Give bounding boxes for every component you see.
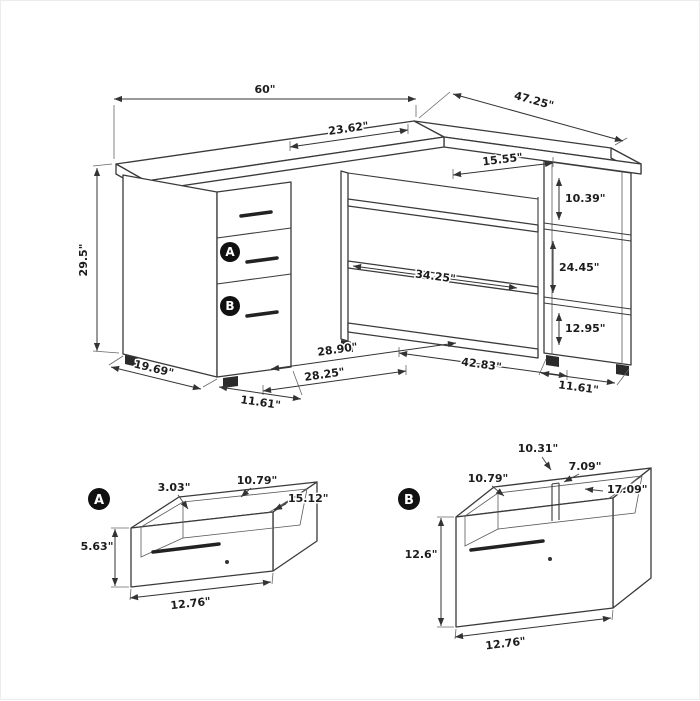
dim-drawer-b-inner-width: 10.79" — [468, 472, 509, 485]
dim-drawer-a-height: 5.63" — [81, 540, 114, 553]
drawer-b-box — [455, 467, 652, 628]
shelf-upper — [347, 198, 539, 233]
drawer2-handle — [245, 256, 279, 264]
dimension-lines — [93, 93, 624, 401]
dim-pedestal-width: 11.61" — [240, 393, 282, 412]
foot-icon — [125, 355, 138, 367]
dim-shelf-bottom: 12.95" — [565, 322, 606, 335]
drawer-a-interior-left — [140, 527, 184, 558]
callout-a-badge — [220, 242, 240, 262]
drawer-divider-2 — [216, 273, 292, 285]
drawer-b-view: B 10.79" 10.31" 7. — [398, 441, 652, 654]
drawer-b-handle — [469, 539, 545, 552]
bookcase-shelf2-bottom — [543, 302, 632, 316]
dim-drawer-a-outer-width: 15.12" — [288, 492, 329, 505]
dim-drawer-a-thickness: 3.03" — [158, 481, 191, 494]
dim-drawer-b-back-height: 10.31" — [518, 442, 559, 455]
bookcase-shelf1-bottom — [543, 228, 632, 242]
dim-knee-depth: 28.25" — [304, 365, 346, 384]
drawer-b-inner-rim — [464, 475, 643, 517]
foot-icon — [546, 355, 559, 367]
drawer-a-badge — [88, 488, 110, 510]
dim-drawer-b-front-width: 12.76" — [485, 635, 527, 653]
return-shelf-unit — [340, 170, 539, 359]
dim-desk-width: 60" — [254, 83, 275, 96]
drawer-b-knob-dot — [548, 557, 552, 561]
callout-b-badge — [220, 296, 240, 316]
drawer1-handle — [239, 210, 273, 218]
dim-return-length: 47.25" — [513, 89, 556, 112]
drawer-b-badge — [398, 488, 420, 510]
dim-return-base: 42.83" — [461, 355, 503, 373]
main-desk-view: A B — [76, 82, 642, 413]
drawer-divider-1 — [216, 227, 292, 239]
drawer-b-badge-label: B — [404, 493, 414, 508]
dim-drawer-b-side-depth: 17.09" — [607, 483, 648, 496]
dim-inner-width: 34.25" — [415, 267, 457, 285]
foot-icon — [616, 364, 629, 376]
dim-bookcase-depth: 11.61" — [558, 378, 600, 396]
shelf-unit-top-edge — [347, 172, 539, 200]
shelf-base — [347, 322, 539, 359]
callout-b-label: B — [225, 299, 234, 313]
dim-shelf-mid: 24.45" — [559, 261, 600, 274]
drawer-a-knob-dot — [225, 560, 229, 564]
dim-knee-width: 28.90" — [317, 340, 359, 359]
drawer-a-handle — [151, 542, 221, 554]
drawer-a-view: A 3.03" 10.79" 15.12" 5.63" 12.76" — [79, 473, 330, 614]
bookcase-shelf2-top — [543, 296, 632, 310]
drawer-a-badge-label: A — [94, 493, 104, 508]
drawer-b-divider-top — [551, 482, 560, 485]
shelf-unit-left-panel — [340, 170, 349, 342]
bookcase-shelf1-top — [543, 222, 632, 236]
dim-drawer-a-front-width: 12.76" — [170, 595, 212, 613]
dim-drawer-a-inner-width: 10.79" — [237, 474, 278, 487]
dim-drawer-b-divider: 7.09" — [569, 460, 602, 473]
drawer-b-interior-left — [464, 516, 499, 547]
dim-drawer-b-height: 12.6" — [405, 548, 438, 561]
foot-icon — [223, 376, 238, 388]
pedestal-side-panel — [122, 174, 218, 378]
drawer-a-front — [130, 511, 274, 588]
drawer-b-interior — [497, 475, 643, 530]
drawer3-handle — [245, 310, 279, 318]
dim-desk-height: 29.5" — [77, 244, 90, 277]
drawer-pedestal: A B — [122, 174, 292, 378]
drawer-a-interior — [182, 488, 308, 539]
end-bookcase — [543, 160, 632, 366]
drawer-a-dimensions: 3.03" 10.79" 15.12" 5.63" 12.76" — [79, 473, 330, 614]
drawer-b-front — [455, 497, 614, 628]
callout-a-label: A — [225, 245, 235, 259]
dim-shelf-top: 10.39" — [565, 192, 606, 205]
